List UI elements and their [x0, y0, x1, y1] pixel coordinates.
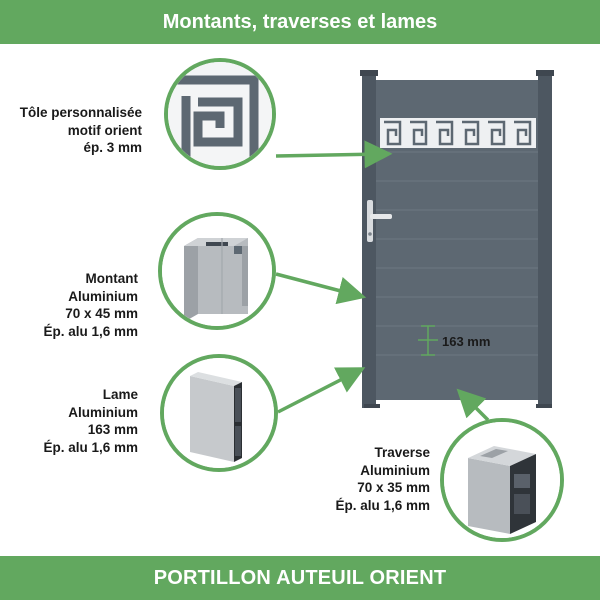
arrow-lame: [277, 367, 366, 414]
footer-title: PORTILLON AUTEUIL ORIENT: [153, 567, 447, 589]
traverse-detail-circle: [440, 418, 564, 542]
arrow-tole: [275, 140, 393, 169]
montant-detail-circle: [158, 212, 276, 330]
orient-panel: [380, 118, 536, 148]
header-title: Montants, traverses et lames: [162, 11, 438, 33]
lame-detail-circle: [160, 354, 278, 472]
dimension-marker: [418, 325, 438, 356]
label-montant: Montant Aluminium 70 x 45 mm Ép. alu 1,6…: [43, 271, 138, 339]
tole-detail-circle: [164, 58, 276, 170]
arrow-montant: [275, 272, 367, 305]
label-tole: Tôle personnalisée motif orient ép. 3 mm: [19, 105, 142, 155]
dimension-label: 163 mm: [442, 334, 491, 349]
handle-lever: [370, 214, 392, 219]
header-banner: Montants, traverses et lames: [0, 0, 600, 44]
handle-plate: [367, 200, 373, 242]
arrow-traverse: [456, 388, 490, 422]
footer-banner: PORTILLON AUTEUIL ORIENT: [0, 556, 600, 600]
label-lame: Lame Aluminium 163 mm Ép. alu 1,6 mm: [43, 387, 138, 455]
right-post: [538, 72, 552, 408]
label-traverse: Traverse Aluminium 70 x 35 mm Ép. alu 1,…: [335, 445, 430, 513]
